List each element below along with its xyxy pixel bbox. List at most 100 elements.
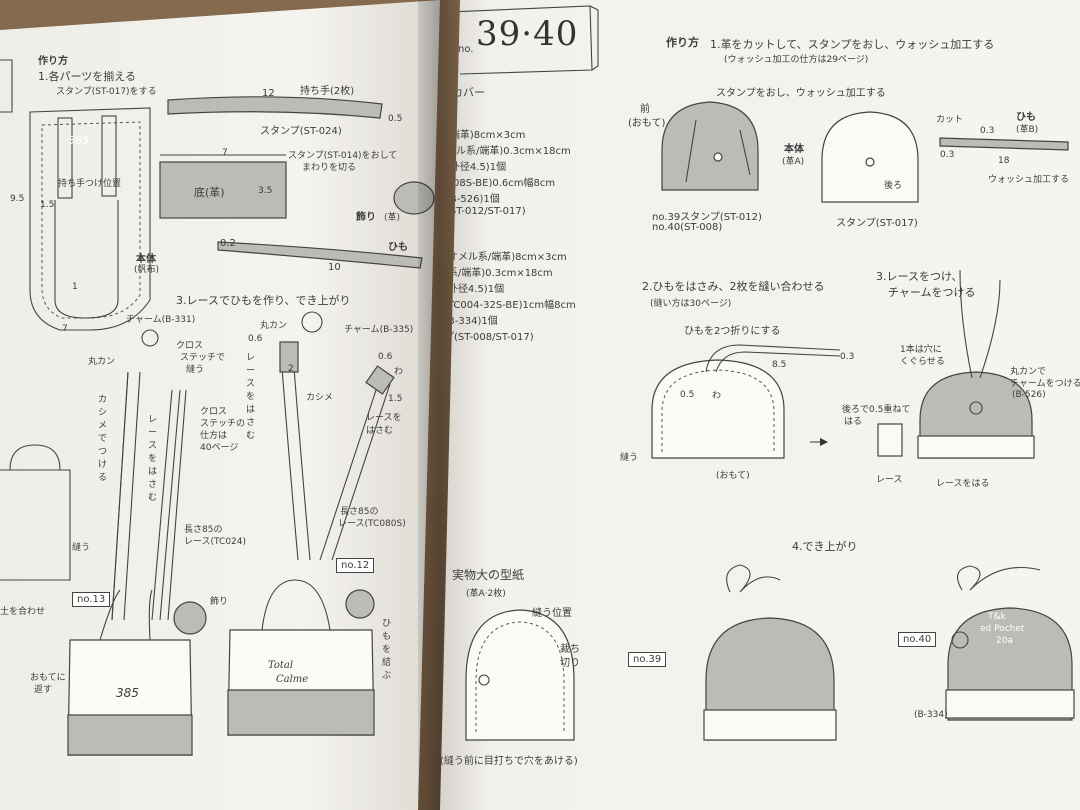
omote-label: (おもて) bbox=[716, 471, 750, 481]
wa-label: わ bbox=[394, 367, 404, 377]
cord-strip bbox=[217, 241, 423, 269]
sew-position: 縫う位置 bbox=[532, 608, 572, 619]
title-prefix: no. bbox=[458, 44, 474, 55]
maru-kan-3: (B-526) bbox=[1012, 390, 1046, 400]
dim-1: 1 bbox=[72, 282, 78, 292]
pattern-title: 実物大の型紙 bbox=[452, 568, 525, 582]
method-heading-right: 作り方 bbox=[666, 36, 699, 49]
back-piece bbox=[821, 111, 919, 203]
step2-title: 2.ひもをはさみ、2枚を縫い合わせる bbox=[642, 280, 825, 293]
step4-title: 4.でき上がり bbox=[792, 540, 858, 553]
cross-howto-4: 40ページ bbox=[200, 443, 239, 453]
lace-tc024: レース(TC024) bbox=[184, 537, 247, 547]
material-item: (系/端革)0.3cm×18cm bbox=[444, 268, 553, 279]
sew-label: 縫う bbox=[186, 365, 205, 375]
dim-1-5b: 1.5 bbox=[388, 394, 403, 404]
pattern-seam bbox=[475, 621, 565, 732]
material-item: (外径4.5)1個 bbox=[446, 162, 507, 173]
stamp-wash-label: スタンプをおし、ウォッシュ加工する bbox=[716, 88, 886, 99]
dim-0-3c: 0.3 bbox=[840, 352, 855, 362]
lace-outline-left bbox=[111, 371, 187, 621]
dim-0-6b: 0.6 bbox=[378, 352, 393, 362]
thread-1: 1本は穴に bbox=[900, 345, 942, 355]
maru-kan-1: 丸カンで bbox=[1010, 367, 1047, 377]
step3-title-1: 3.レースをつけ、 bbox=[876, 270, 963, 283]
tote-12-ornament bbox=[345, 589, 375, 619]
charm-ring-b331 bbox=[141, 329, 159, 347]
stamp-st017: スタンプ(ST-017) bbox=[836, 218, 918, 229]
lace-sandwich: レースをはさむ bbox=[246, 353, 256, 441]
lace-handle-mid-b bbox=[319, 377, 391, 561]
front-fold-1: おもてに bbox=[30, 673, 66, 683]
sew-label-right: 縫う bbox=[620, 453, 639, 463]
step2-sub: (縫い方は30ページ) bbox=[650, 299, 732, 309]
material-item: (B-526)1個 bbox=[446, 194, 500, 205]
lace-handle-mid-a bbox=[281, 367, 311, 561]
cord-sub-right: (革B) bbox=[1016, 125, 1039, 135]
tie-cord: ひもを結ぶ bbox=[382, 619, 392, 681]
dim-7: 7 bbox=[222, 148, 228, 158]
step3-title-2: チャームをつける bbox=[888, 286, 976, 299]
dim-3-5: 3.5 bbox=[258, 186, 273, 196]
cross-howto-3: 仕方は bbox=[200, 431, 228, 441]
cut-line-2: 切り bbox=[560, 658, 580, 669]
material-item: (端革)8cm×3cm bbox=[446, 130, 526, 141]
page-tab-left bbox=[0, 59, 13, 113]
dim-18: 18 bbox=[998, 156, 1010, 166]
no40-tag: no.40 bbox=[898, 632, 937, 647]
charm-b331: チャーム(B-331) bbox=[126, 315, 196, 325]
fold-cord-label: ひもを2つ折りにする bbox=[684, 326, 781, 337]
cross-howto-1: クロス bbox=[200, 407, 228, 417]
maru-kan-2-right: チャームをつける bbox=[1010, 379, 1080, 389]
no39-tag: no.39 bbox=[628, 652, 667, 667]
title-number: 39·40 bbox=[476, 14, 579, 54]
body-sub: (帆布) bbox=[134, 265, 160, 275]
align-label: 土を合わせ bbox=[0, 607, 46, 617]
dim-9-5: 9.5 bbox=[10, 194, 25, 204]
back-fold-2: はる bbox=[844, 417, 863, 427]
cross-stitch-label: クロス bbox=[176, 341, 204, 351]
length-85-b: 長さ85の bbox=[340, 507, 379, 517]
maru-kan: 丸カン bbox=[88, 357, 116, 367]
cord-strip-right bbox=[939, 137, 1069, 151]
cross-howto-2: ステッチの bbox=[200, 419, 246, 429]
body-sub-right: (革A) bbox=[782, 157, 805, 167]
lace-band bbox=[917, 435, 1035, 459]
front-sub: (おもて) bbox=[628, 118, 666, 129]
ornament-2: 飾り bbox=[210, 597, 229, 607]
cut-around-label: まわりを切る bbox=[302, 163, 357, 173]
dim-7b: 7 bbox=[62, 324, 68, 334]
no39-stamp: no.39スタンプ(ST-012) bbox=[652, 212, 762, 223]
lace-tc080s: レース(TC080S) bbox=[338, 519, 406, 529]
lace-clamp: レースをはさむ bbox=[148, 415, 158, 503]
bag-body-panel bbox=[29, 107, 151, 331]
kashime-attach: カシメでつける bbox=[98, 395, 108, 483]
tote-13-base bbox=[67, 714, 193, 756]
stamp-text-1: T&k bbox=[988, 612, 1006, 622]
stamp-circle-label: スタンプ(ST-014)をおして bbox=[288, 151, 398, 161]
back-piece-hole bbox=[865, 157, 875, 167]
pattern-hole bbox=[478, 674, 490, 686]
handle-stamp: スタンプ(ST-024) bbox=[260, 126, 342, 137]
tote-13-handles bbox=[99, 589, 153, 641]
dim-12: 12 bbox=[262, 88, 275, 99]
step3-cords bbox=[959, 269, 1001, 379]
ornament-circle bbox=[393, 181, 435, 215]
maru-kan-2: 丸カン bbox=[260, 321, 288, 331]
back-fold-1: 後ろで0.5重ねて bbox=[842, 405, 911, 415]
step3-title-left: 3.レースでひもを作り、でき上がり bbox=[176, 294, 351, 307]
cut-label: カット bbox=[936, 115, 964, 125]
title-box bbox=[447, 5, 593, 75]
small-tote-handle bbox=[9, 444, 61, 471]
sew-piece-seam bbox=[661, 369, 775, 452]
lace-label: レース bbox=[876, 475, 903, 485]
finished-40-ring bbox=[951, 631, 969, 649]
method-heading-left: 作り方 bbox=[38, 56, 68, 67]
finished-40-bow bbox=[956, 565, 1041, 591]
pattern-sub: (革A·2枚) bbox=[466, 589, 506, 599]
handle-strip bbox=[167, 96, 383, 119]
lace-attach-label: レースをはる bbox=[936, 479, 990, 489]
tote-13-ornament bbox=[173, 601, 207, 635]
front-fold-2: 返す bbox=[34, 685, 53, 695]
